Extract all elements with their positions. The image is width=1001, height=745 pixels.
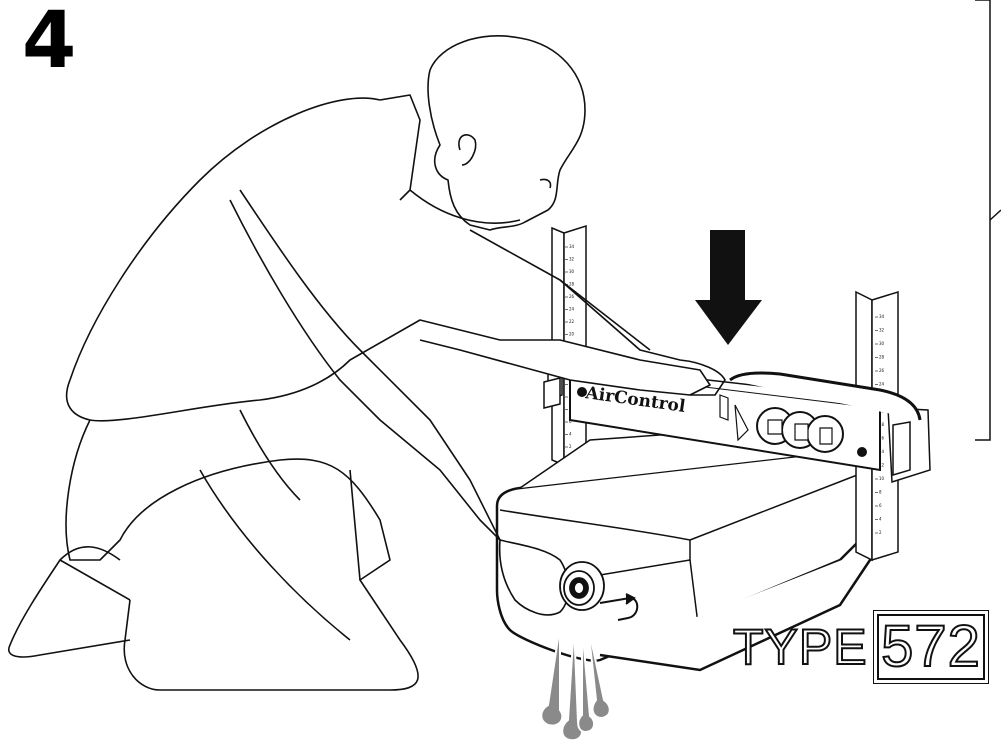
left-post-mark: 28 [569,282,575,287]
right-post-mark: 2 [879,530,882,535]
left-post-mark: 6 [569,419,572,424]
down-arrow-icon [695,230,762,345]
inset-frame [975,0,1001,441]
type-number-box: 572 [873,610,989,684]
right-post-mark: 4 [879,517,882,522]
type-label: TYPE [732,619,868,675]
water-drops-icon [540,624,611,742]
right-post-mark: 16 [879,436,885,441]
left-post-mark: 32 [569,257,575,262]
right-post-mark: 14 [879,449,885,454]
rotate-arrow-icon [599,593,639,621]
right-post-mark: 32 [879,328,885,333]
person-figure [8,35,726,691]
left-post-mark: 26 [569,294,575,299]
right-post-ruler-marks: 343230282624222018161412108642 [875,314,885,535]
left-post-mark: 2 [569,444,572,449]
right-post-mark: 26 [879,368,885,373]
left-post-mark: 22 [569,319,575,324]
left-post-mark: 24 [569,307,575,312]
right-post-mark: 8 [879,490,882,495]
right-post-mark: 12 [879,463,885,468]
left-post-mark: 30 [569,269,575,274]
left-post-mark: 34 [569,244,575,249]
right-post-mark: 24 [879,382,885,387]
right-post-mark: 18 [879,422,885,427]
right-post-mark: 34 [879,314,885,319]
rail-bar [569,364,922,472]
left-post-mark: 4 [569,432,572,437]
right-post-mark: 30 [879,341,885,346]
type-number: 572 [880,614,981,679]
drain-cap-icon [559,561,605,611]
right-post-mark: 6 [879,503,882,508]
right-post-mark: 28 [879,355,885,360]
step-number: 4 [22,0,77,86]
right-post-mark: 10 [879,476,885,481]
left-post-mark: 20 [569,332,575,337]
